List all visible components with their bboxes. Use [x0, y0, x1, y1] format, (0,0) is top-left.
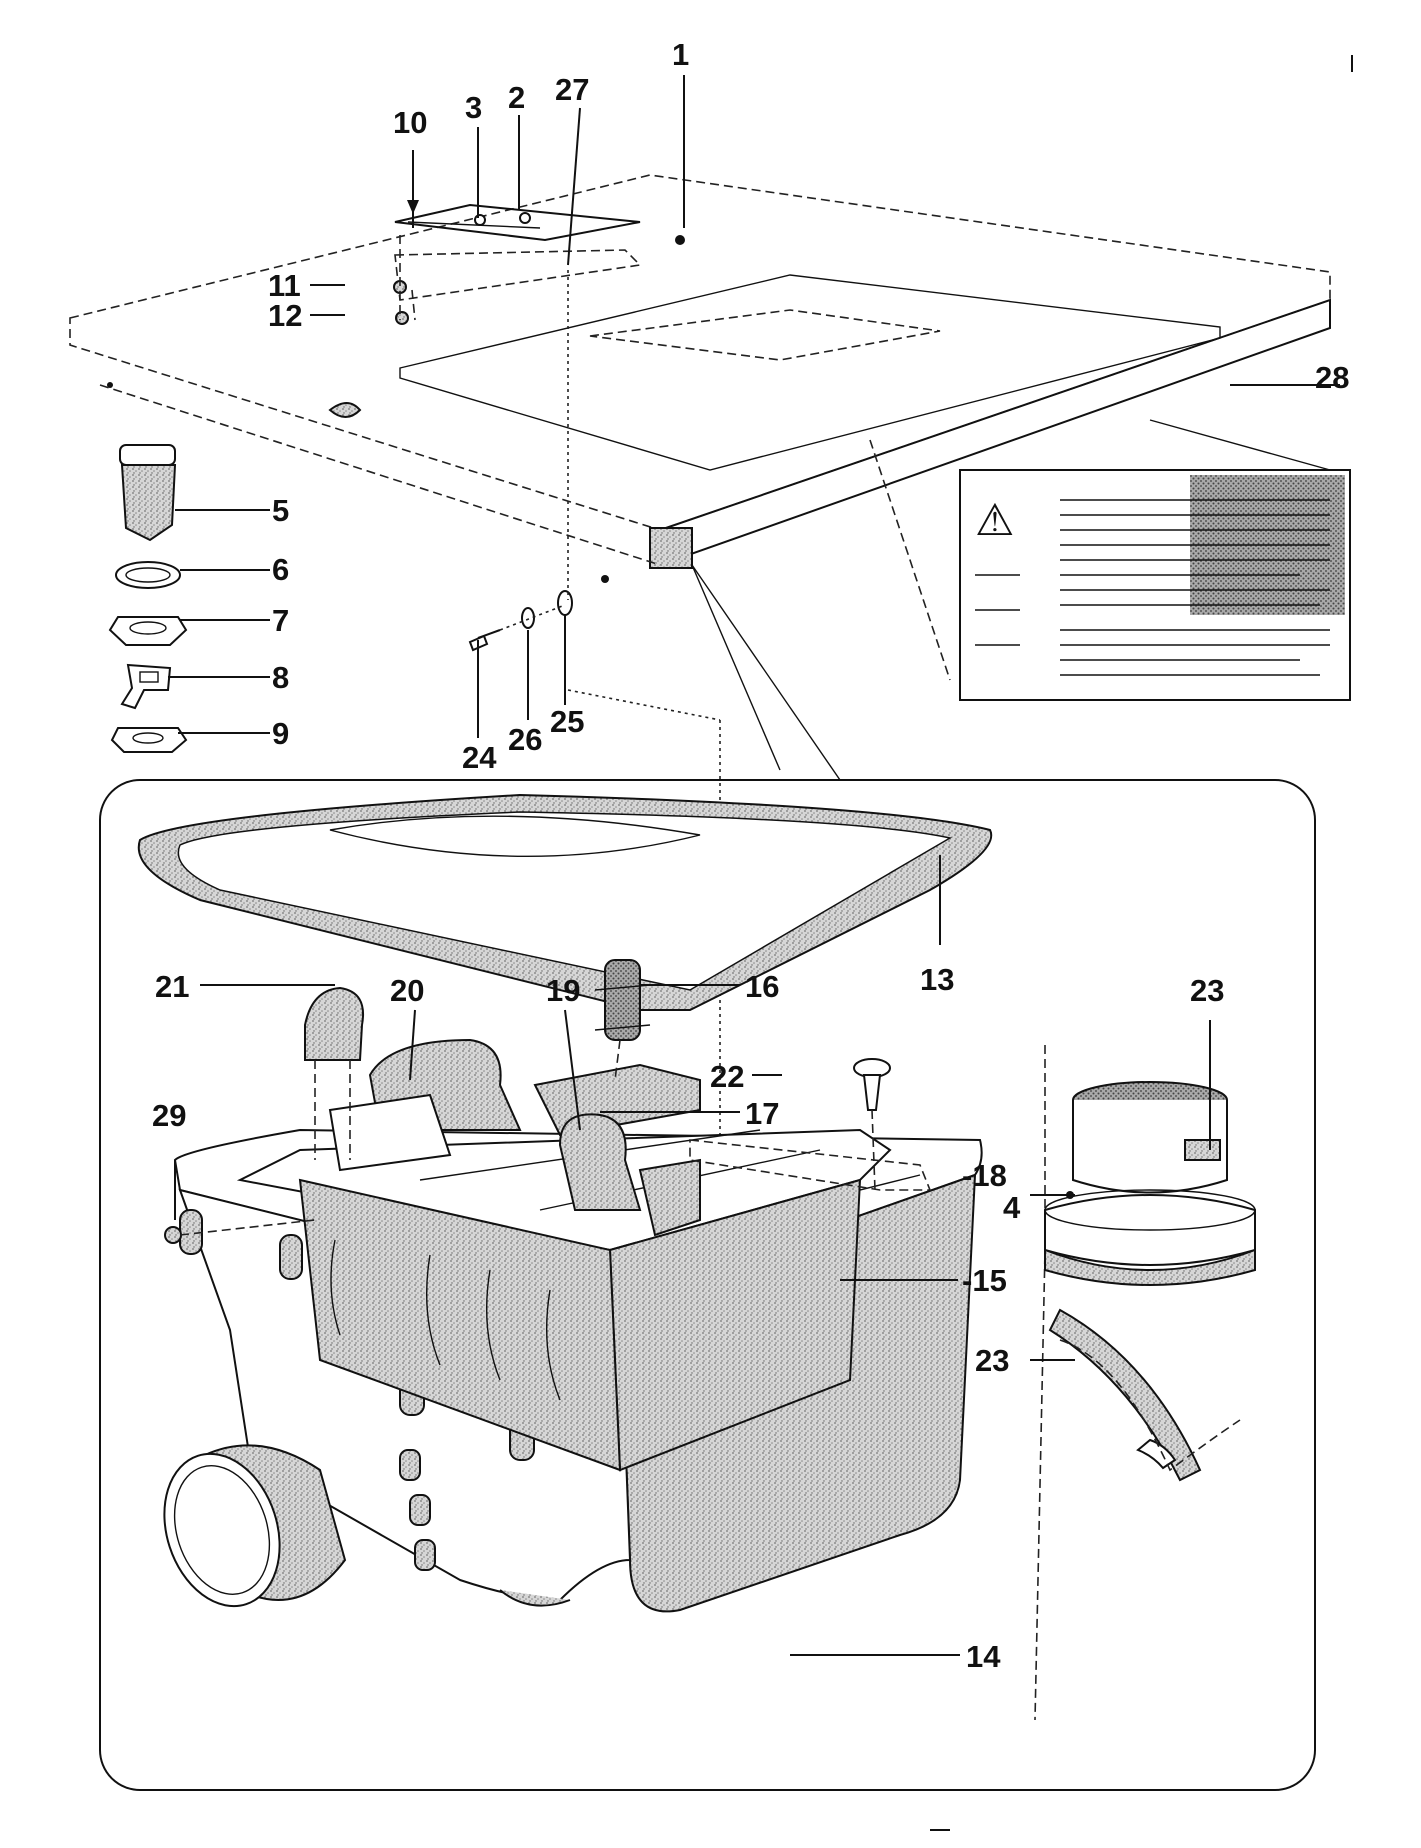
hinge-plate	[394, 203, 641, 242]
callout-4: 4	[1003, 1190, 1021, 1225]
callout-13: 13	[920, 962, 954, 997]
callout-29: 29	[152, 1098, 186, 1133]
callout-15: -15	[962, 1263, 1007, 1298]
callout-5: 5	[272, 493, 289, 528]
callout-7: 7	[272, 603, 289, 638]
warning-triangle-icon: ⚠	[975, 495, 1014, 546]
leader-lines	[168, 75, 1340, 1656]
callout-19: 19	[546, 973, 580, 1008]
gasket	[137, 793, 993, 1011]
partitions	[328, 1038, 701, 1237]
callout-9: 9	[272, 716, 289, 751]
callout-1: 1	[672, 37, 689, 72]
callout-11: 11	[268, 268, 301, 303]
callout-17: 17	[745, 1096, 779, 1131]
screw-24	[468, 629, 501, 652]
fastener-12	[395, 311, 409, 325]
lid-recess	[399, 274, 1221, 471]
callout-23-top: 23	[1190, 973, 1224, 1008]
washer-6	[115, 561, 181, 589]
lock-cylinder	[120, 464, 177, 542]
callout-21: 21	[155, 969, 189, 1004]
callout-2: 2	[508, 80, 525, 115]
callout-26: 26	[508, 722, 542, 757]
callout-12: 12	[268, 298, 302, 333]
callout-27: 27	[555, 72, 589, 107]
callout-23-bottom: 23	[975, 1343, 1009, 1378]
cap-21	[304, 986, 364, 1061]
callout-3: 3	[465, 90, 482, 125]
callout-14: 14	[966, 1639, 1001, 1674]
lid-knob-hole	[328, 402, 362, 418]
arrow-10-icon	[407, 200, 419, 214]
callout-20: 20	[390, 973, 424, 1008]
callout-22: 22	[710, 1059, 744, 1094]
valve-16	[594, 959, 651, 1041]
screw-22	[853, 1058, 891, 1191]
nut-25	[557, 590, 573, 616]
callout-16: 16	[745, 969, 779, 1004]
nut-9	[110, 727, 188, 753]
plate-18	[689, 1139, 932, 1191]
clamp-buckle	[1184, 1139, 1221, 1161]
lock-cap	[119, 444, 176, 466]
lid-corner-block	[649, 527, 693, 569]
callout-28: 28	[1315, 360, 1349, 395]
callout-25: 25	[550, 704, 584, 739]
detail-frame	[99, 779, 1316, 1791]
callouts: 1 2 3 4 5 6 7 8 9 10 11 12 13 14 -15 16 …	[152, 37, 1349, 1674]
washer-26	[521, 607, 535, 629]
callout-6: 6	[272, 552, 289, 587]
callout-24: 24	[462, 740, 497, 775]
outlet-pipe	[163, 1444, 347, 1608]
callout-18: -18	[962, 1158, 1007, 1193]
callout-8: 8	[272, 660, 289, 695]
lid	[69, 174, 1331, 583]
screw-set	[468, 270, 573, 652]
screw-29	[164, 1219, 316, 1244]
nut-7	[108, 616, 188, 646]
pump-housing	[1034, 1045, 1256, 1721]
lower-clamp	[1048, 1308, 1241, 1482]
partition-19	[558, 1113, 642, 1211]
warning-label: ⚠	[959, 469, 1351, 701]
lock-assembly	[108, 444, 188, 753]
callout-10: 10	[393, 105, 427, 140]
